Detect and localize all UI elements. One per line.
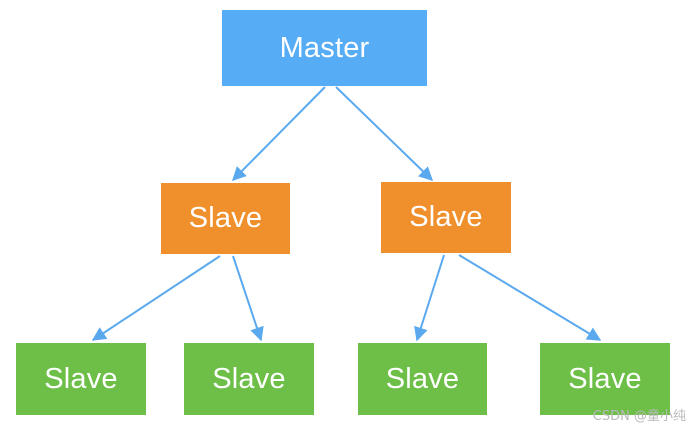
edge-master-to-slave-a <box>232 86 326 181</box>
edge-slave-b-to-slave-b1 <box>414 254 445 342</box>
slave-node-label: Slave <box>409 201 483 233</box>
slave-node-label: Slave <box>44 362 118 395</box>
slave-node-level2-3: Slave <box>358 343 487 415</box>
slave-node-level2-1: Slave <box>16 343 146 415</box>
edge-master-to-slave-b <box>335 86 434 181</box>
slave-node-level2-4: Slave <box>540 343 670 415</box>
edge-slave-a-to-slave-a2 <box>232 255 264 342</box>
master-node-label: Master <box>279 31 370 64</box>
edge-slave-b-to-slave-b2 <box>458 254 602 341</box>
slave-node-label: Slave <box>212 362 286 395</box>
slave-node-level1-right: Slave <box>381 182 511 253</box>
slave-node-label: Slave <box>188 202 263 234</box>
edge-slave-a-to-slave-a1 <box>91 255 221 341</box>
slave-node-level1-left: Slave <box>161 183 290 254</box>
master-node: Master <box>222 10 427 86</box>
slave-node-level2-2: Slave <box>184 343 314 415</box>
slave-node-label: Slave <box>568 362 642 395</box>
watermark-text: CSDN @童小纯 <box>592 409 686 424</box>
slave-node-label: Slave <box>385 362 460 395</box>
